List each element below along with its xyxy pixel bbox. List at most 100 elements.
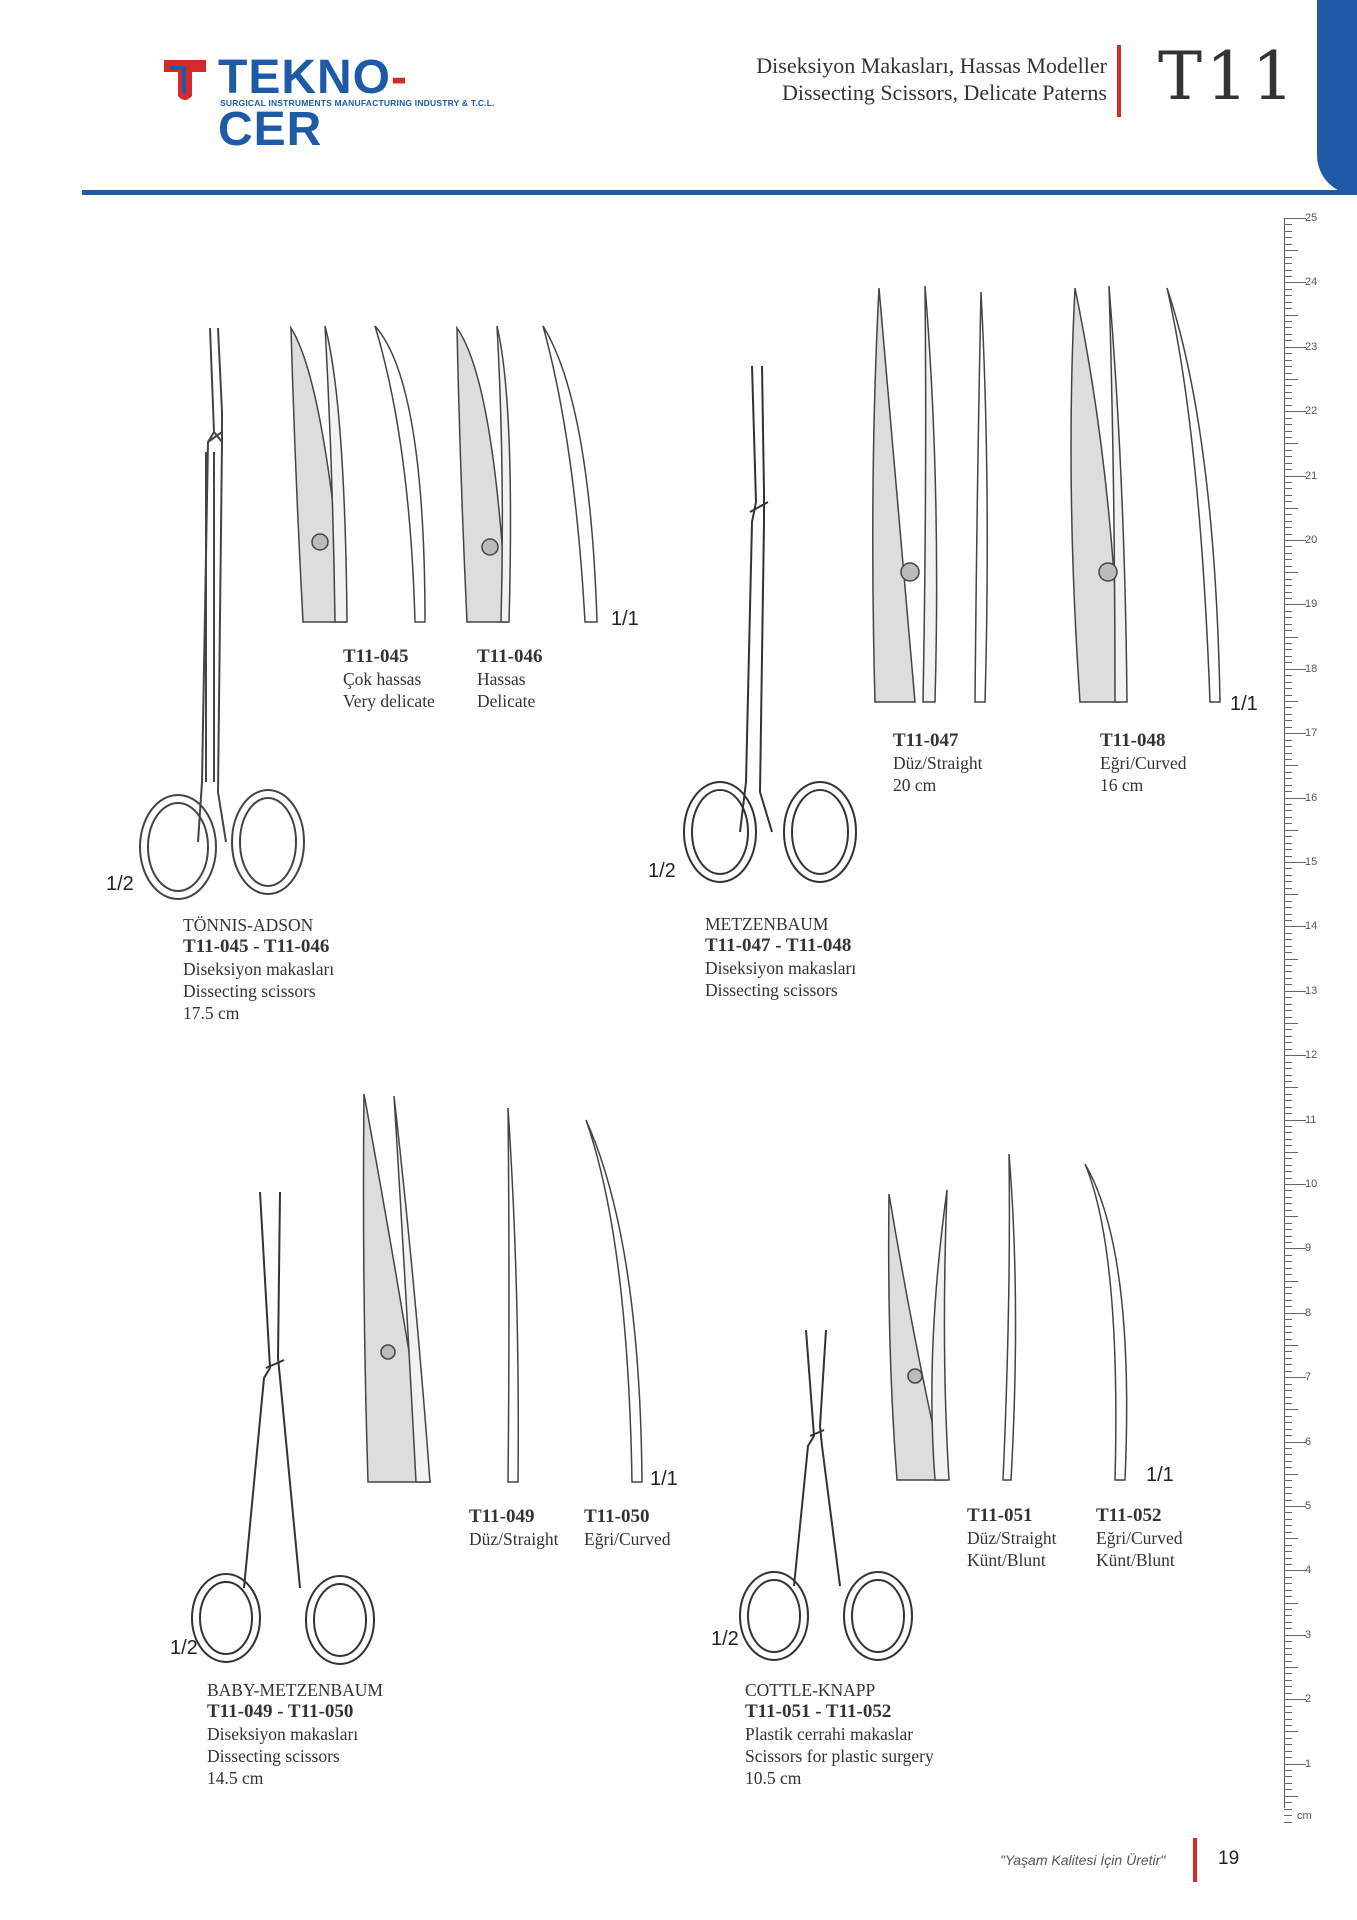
ruler-tick [1284, 372, 1292, 374]
ruler-tick [1284, 688, 1292, 690]
ruler-tick [1284, 791, 1292, 793]
ruler-tick [1284, 546, 1292, 548]
ruler-tick [1284, 1422, 1292, 1424]
ruler-label: 8 [1305, 1306, 1312, 1319]
ruler-tick [1284, 701, 1298, 702]
ruler-tick [1284, 952, 1292, 954]
ruler-tick [1284, 1357, 1292, 1359]
footer-slogan: "Yaşam Kalitesi İçin Üretir" [1000, 1852, 1166, 1868]
ruler-tick [1284, 1570, 1306, 1572]
ruler-label: 16 [1305, 791, 1318, 804]
ruler-tick [1284, 1647, 1292, 1649]
ruler-tick [1284, 1325, 1292, 1327]
ruler-tick [1284, 643, 1292, 645]
ruler-tick [1284, 1229, 1292, 1231]
ruler-tick [1284, 1370, 1292, 1372]
ruler-tick [1284, 1203, 1292, 1205]
ruler-tick [1284, 1557, 1292, 1559]
ruler-tick [1284, 913, 1292, 915]
ruler-tick [1284, 746, 1292, 748]
tonnis-adson-scissors-image [139, 327, 305, 900]
title-english: Dissecting Scissors, Delicate Paterns [781, 80, 1107, 105]
ruler-tick [1284, 1248, 1306, 1250]
ruler-tick [1284, 739, 1292, 741]
ruler-tick [1284, 295, 1292, 297]
ruler-tick [1284, 868, 1292, 870]
metzenbaum-tip-detail-image [872, 285, 1221, 703]
ruler-label: 7 [1305, 1371, 1312, 1384]
variant-t11-050: T11-050 Eğri/Curved [584, 1506, 671, 1549]
ruler-tick [1284, 1718, 1292, 1720]
ruler-label: 6 [1305, 1435, 1312, 1448]
ruler-tick [1284, 662, 1292, 664]
ruler-tick [1284, 926, 1306, 928]
ruler-tick [1284, 971, 1292, 973]
ruler-tick [1284, 1106, 1292, 1108]
ruler-tick [1284, 1332, 1292, 1334]
ruler-tick [1284, 1705, 1292, 1707]
ruler-label: 4 [1305, 1564, 1312, 1577]
ruler-tick [1284, 1518, 1292, 1520]
ruler-tick [1284, 1190, 1292, 1192]
ruler-tick [1284, 733, 1306, 735]
ruler-tick [1284, 250, 1298, 252]
ruler-tick [1284, 565, 1292, 567]
ruler-tick [1284, 1299, 1292, 1301]
ruler-tick [1284, 1338, 1292, 1340]
metzenbaum-detail-scale: 1/1 [1230, 693, 1258, 715]
ruler-tick [1284, 533, 1292, 535]
ruler-label: 10 [1305, 1178, 1318, 1190]
ruler-tick [1284, 1126, 1292, 1128]
header-separator [1117, 45, 1121, 117]
ruler-tick [1284, 881, 1292, 883]
ruler-tick [1284, 1486, 1292, 1488]
ruler-tick [1284, 237, 1292, 239]
ruler-tick [1284, 1312, 1306, 1314]
ruler-tick [1284, 849, 1292, 851]
ruler-tick [1284, 726, 1292, 728]
brand-name: TEKNO-CER [218, 51, 408, 156]
ruler-tick [1284, 411, 1306, 413]
ruler-tick [1284, 218, 1306, 219]
ruler-tick [1284, 1473, 1298, 1475]
cottle-knapp-scissors-image [739, 1329, 913, 1661]
variant-t11-045: T11-045 Çok hassas Very delicate [343, 646, 435, 711]
ruler-tick [1284, 804, 1292, 806]
page-number: 19 [1218, 1848, 1240, 1869]
ruler-tick [1284, 752, 1292, 754]
ruler-tick [1284, 997, 1292, 999]
ruler-tick [1284, 887, 1292, 889]
ruler-tick [1284, 829, 1298, 831]
variant-t11-051: T11-051 Düz/Straight Künt/Blunt [967, 1505, 1057, 1570]
ruler-tick [1284, 1634, 1306, 1636]
ruler-tick [1284, 855, 1292, 857]
ruler-tick [1284, 1138, 1292, 1140]
ruler-tick [1284, 1789, 1292, 1791]
ruler-tick [1284, 958, 1298, 960]
ruler-tick [1284, 1699, 1306, 1701]
ruler-tick [1284, 1583, 1292, 1585]
ruler-tick [1284, 572, 1298, 574]
ruler-label: 13 [1305, 984, 1318, 997]
ruler-tick [1284, 823, 1292, 825]
ruler-tick [1284, 1499, 1292, 1501]
metzenbaum-scale: 1/2 [648, 860, 676, 882]
ruler-tick [1284, 1080, 1292, 1082]
ruler-tick [1284, 1506, 1306, 1507]
ruler-tick [1284, 939, 1292, 941]
ruler-tick [1284, 617, 1292, 619]
ruler-tick [1284, 713, 1292, 715]
ruler-tick [1284, 919, 1292, 921]
ruler-tick [1284, 1615, 1292, 1617]
ruler-tick [1284, 1602, 1298, 1604]
ruler-tick [1284, 1448, 1292, 1450]
ruler-tick [1284, 269, 1292, 271]
ruler-tick [1284, 907, 1292, 909]
ruler-tick [1284, 1596, 1292, 1598]
ruler-tick [1284, 436, 1292, 438]
ruler-tick [1284, 816, 1292, 818]
baby-metzenbaum-scale: 1/2 [170, 1637, 198, 1659]
ruler-tick [1284, 404, 1292, 406]
ruler-label: 22 [1305, 405, 1318, 418]
ruler-tick [1284, 1409, 1298, 1411]
